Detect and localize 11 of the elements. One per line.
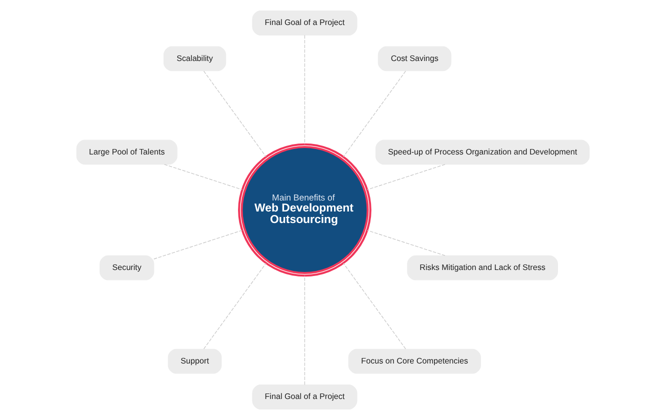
connector [153,230,242,260]
connector [304,34,305,145]
connector [342,70,406,158]
connector [366,164,445,190]
connector [304,275,305,386]
connector [202,262,266,350]
connector [164,164,242,190]
node-circle: Main Benefits of Web Development Outsourcing [238,143,371,277]
connector [202,70,266,158]
connector [342,262,406,350]
connector [366,230,445,256]
